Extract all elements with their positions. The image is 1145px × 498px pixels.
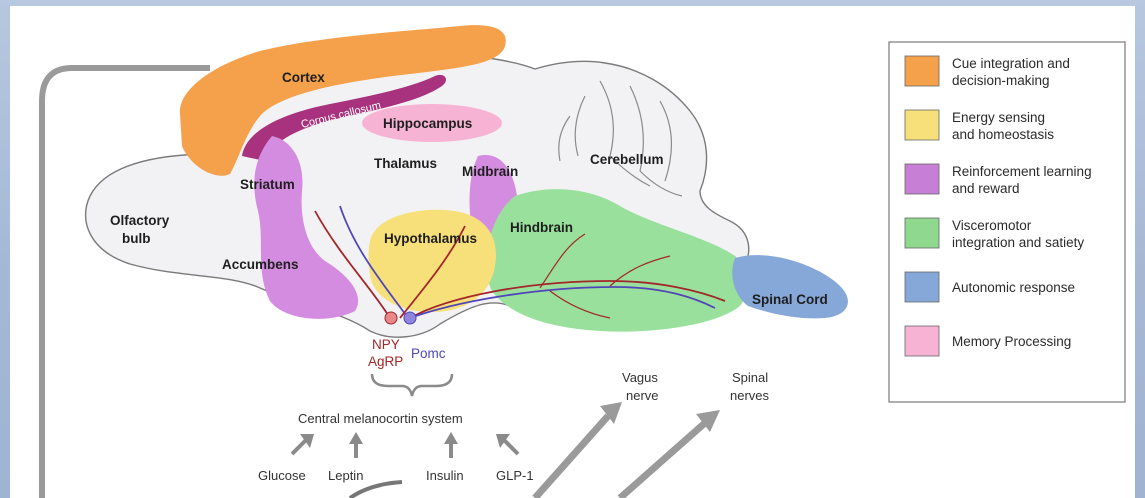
legend-swatch — [905, 56, 939, 86]
accumbens-label: Accumbens — [222, 257, 299, 272]
legend-label: and reward — [952, 181, 1020, 196]
legend-label: Energy sensing — [952, 110, 1045, 125]
gut-arc — [350, 482, 402, 498]
hippocampus-label: Hippocampus — [383, 116, 472, 131]
pomc-neuron — [404, 312, 416, 324]
legend-swatch — [905, 218, 939, 248]
input-leptin-label: Leptin — [328, 468, 363, 483]
striatum-label: Striatum — [240, 177, 295, 192]
legend-swatch — [905, 326, 939, 356]
legend-label: integration and satiety — [952, 235, 1084, 250]
thalamus-label: Thalamus — [374, 156, 437, 171]
vagus-nerve-label-1: Vagus — [622, 370, 658, 385]
legend-label: Memory Processing — [952, 334, 1071, 349]
npy-label: NPY — [372, 337, 400, 352]
olfactory-bulb-label-1: Olfactory — [110, 213, 170, 228]
cortex-label: Cortex — [282, 70, 325, 85]
spinal-nerves-label-2: nerves — [730, 388, 770, 403]
legend: Cue integration and decision-makingEnergy… — [889, 42, 1125, 402]
cerebellum-label: Cerebellum — [590, 152, 664, 167]
input-arrows — [292, 432, 518, 458]
input-insulin-label: Insulin — [426, 468, 464, 483]
melanocortin-system-label: Central melanocortin system — [298, 411, 463, 426]
melanocortin-brace — [372, 374, 452, 396]
diagram-panel: Corpus callosum — [10, 6, 1135, 498]
hypothalamus-region — [369, 210, 496, 312]
agrp-label: AgRP — [368, 354, 403, 369]
input-glucose-label: Glucose — [258, 468, 306, 483]
legend-swatch — [905, 272, 939, 302]
npy-agrp-neuron — [385, 312, 397, 324]
legend-label: Visceromotor — [952, 218, 1032, 233]
spinal-nerves-label-1: Spinal — [732, 370, 768, 385]
nerve-arrows — [535, 402, 720, 498]
legend-swatch — [905, 164, 939, 194]
legend-label: Reinforcement learning — [952, 164, 1092, 179]
hypothalamus-label: Hypothalamus — [384, 231, 477, 246]
midbrain-label: Midbrain — [462, 164, 518, 179]
spinal-cord-region — [732, 255, 848, 318]
legend-swatch — [905, 110, 939, 140]
legend-label: Autonomic response — [952, 280, 1075, 295]
pomc-label: Pomc — [411, 346, 446, 361]
spinal-cord-label: Spinal Cord — [752, 292, 828, 307]
input-glp1-label: GLP-1 — [496, 468, 534, 483]
legend-label: and homeostasis — [952, 127, 1054, 142]
legend-label: Cue integration and — [952, 56, 1070, 71]
legend-label: decision-making — [952, 73, 1050, 88]
vagus-nerve-label-2: nerve — [626, 388, 659, 403]
olfactory-bulb-label-2: bulb — [122, 231, 151, 246]
hindbrain-label: Hindbrain — [510, 220, 573, 235]
brain-diagram: Corpus callosum — [10, 6, 1135, 498]
